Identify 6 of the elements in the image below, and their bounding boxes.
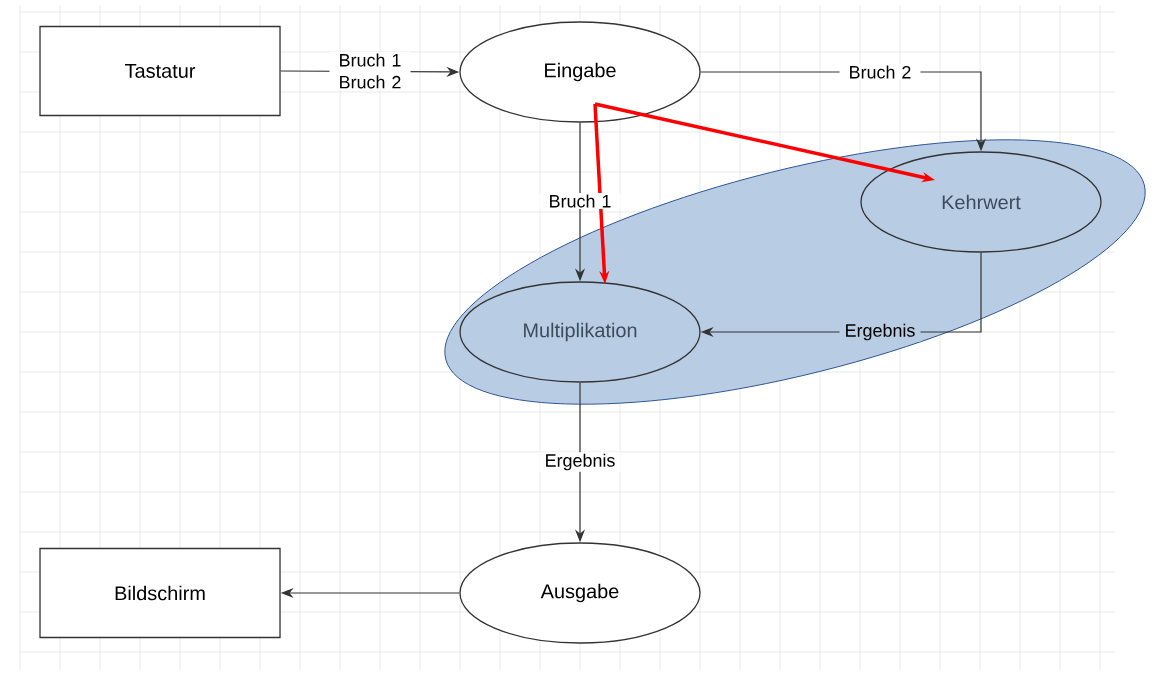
group-ellipse: [445, 139, 1145, 405]
process-box: Tastatur: [39, 25, 281, 117]
edge-label: Ergebnis: [539, 452, 621, 472]
process-box: Bildschirm: [39, 547, 281, 639]
edge-label: Ergebnis: [839, 322, 921, 342]
edge-label: Bruch 1 Bruch 2: [329, 51, 411, 91]
